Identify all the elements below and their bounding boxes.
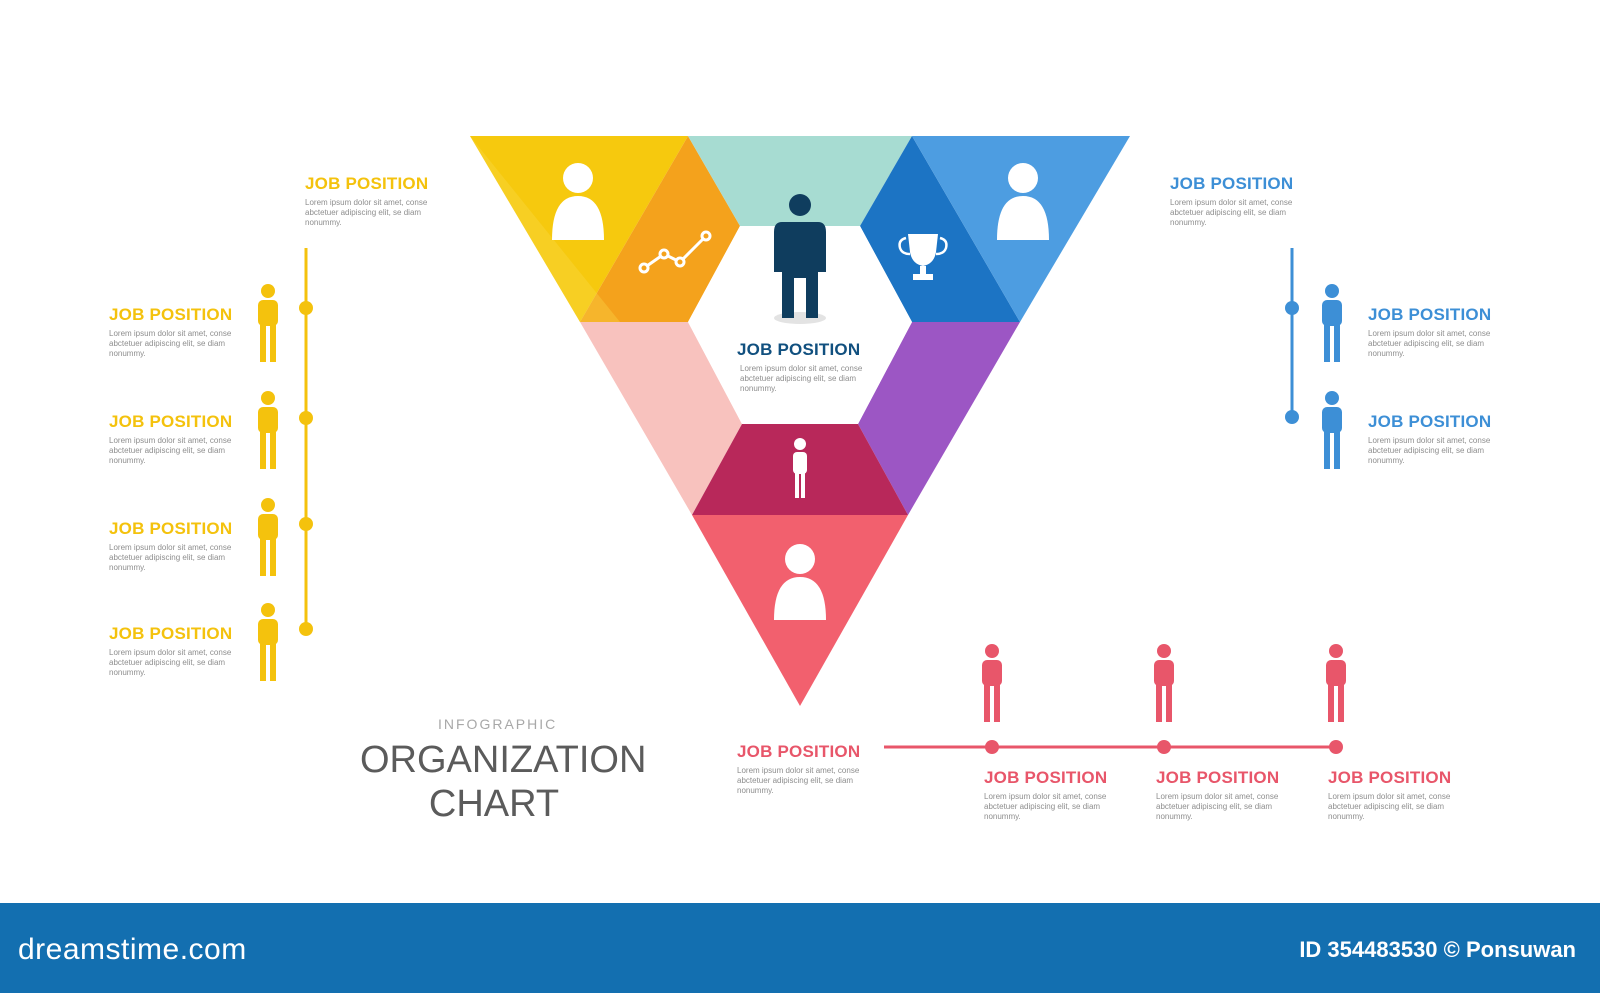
left-item-3-title: JOB POSITION (109, 519, 233, 538)
right-item-2-title: JOB POSITION (1368, 412, 1492, 431)
person-icon-left-3 (258, 498, 278, 576)
segment-orange (580, 136, 740, 322)
top-right-title: JOB POSITION (1170, 174, 1294, 193)
person-icon-bottom-1 (982, 644, 1002, 722)
segment-dark-blue (860, 136, 1020, 322)
right-item-2-desc: Lorem ipsum dolor sit amet, conse abctet… (1368, 436, 1491, 465)
left-item-1-title: JOB POSITION (109, 305, 233, 324)
left-item-2-desc: Lorem ipsum dolor sit amet, conse abctet… (109, 436, 232, 465)
left-item-2-title: JOB POSITION (109, 412, 233, 431)
person-icon-left-4 (258, 603, 278, 681)
right-connector (1285, 248, 1299, 424)
line-chart-icon (638, 230, 712, 274)
left-item-4-title: JOB POSITION (109, 624, 233, 643)
user-icon-top-right (997, 163, 1049, 240)
bottom-main-title: JOB POSITION (737, 742, 861, 761)
segment-pink (580, 322, 742, 515)
chart-title-line2: CHART (428, 783, 560, 825)
center-title: JOB POSITION (737, 340, 861, 359)
chart-title-line1: ORGANIZATION (360, 739, 647, 781)
right-item-1-title: JOB POSITION (1368, 305, 1492, 324)
user-icon-top-left (552, 163, 604, 240)
bottom-main-desc: Lorem ipsum dolor sit amet, conse abctet… (737, 766, 860, 795)
left-item-1-desc: Lorem ipsum dolor sit amet, conse abctet… (109, 329, 232, 358)
segment-top-mint (688, 136, 912, 226)
bottom-people (982, 644, 1346, 722)
segment-purple (858, 322, 1020, 515)
right-item-1-desc: Lorem ipsum dolor sit amet, conse abctet… (1368, 329, 1491, 358)
center-hexagon (688, 226, 912, 424)
person-icon-left-1 (258, 284, 278, 362)
bottom-item-3-title: JOB POSITION (1328, 768, 1452, 787)
left-item-3-desc: Lorem ipsum dolor sit amet, conse abctet… (109, 543, 232, 572)
bottom-item-2-title: JOB POSITION (1156, 768, 1280, 787)
bottom-item-2-desc: Lorem ipsum dolor sit amet, conse abctet… (1156, 792, 1279, 821)
person-icon-center (774, 194, 826, 324)
bottom-item-1-title: JOB POSITION (984, 768, 1108, 787)
person-icon-bottom-2 (1154, 644, 1174, 722)
center-desc: Lorem ipsum dolor sit amet, conse abctet… (740, 364, 863, 393)
person-icon-right-1 (1322, 284, 1342, 362)
chart-title: ORGANIZATION CHART (360, 738, 647, 826)
person-icon-left-2 (258, 391, 278, 469)
footer-bar: dreamstime.com ID 354483530 © Ponsuwan (0, 903, 1600, 993)
footer-image-id: ID 354483530 © Ponsuwan (1299, 937, 1576, 962)
trophy-icon (898, 234, 948, 280)
footer-logo[interactable]: dreamstime.com (18, 933, 247, 966)
bottom-item-3-desc: Lorem ipsum dolor sit amet, conse abctet… (1328, 792, 1451, 821)
top-right-desc: Lorem ipsum dolor sit amet, conse abctet… (1170, 198, 1293, 227)
infographic-label: INFOGRAPHIC (438, 716, 558, 732)
bottom-item-1-desc: Lorem ipsum dolor sit amet, conse abctet… (984, 792, 1107, 821)
segment-shadow-yellow (470, 136, 620, 322)
bottom-connector (884, 740, 1343, 754)
left-connector (299, 248, 313, 636)
top-left-desc: Lorem ipsum dolor sit amet, conse abctet… (305, 198, 428, 227)
person-icon-bottom-3 (1326, 644, 1346, 722)
left-people (258, 284, 278, 681)
user-icon-bottom (774, 544, 826, 620)
person-icon-right-2 (1322, 391, 1342, 469)
person-icon-magenta (793, 438, 807, 498)
left-item-4-desc: Lorem ipsum dolor sit amet, conse abctet… (109, 648, 232, 677)
top-left-title: JOB POSITION (305, 174, 429, 193)
right-people (1322, 284, 1342, 469)
